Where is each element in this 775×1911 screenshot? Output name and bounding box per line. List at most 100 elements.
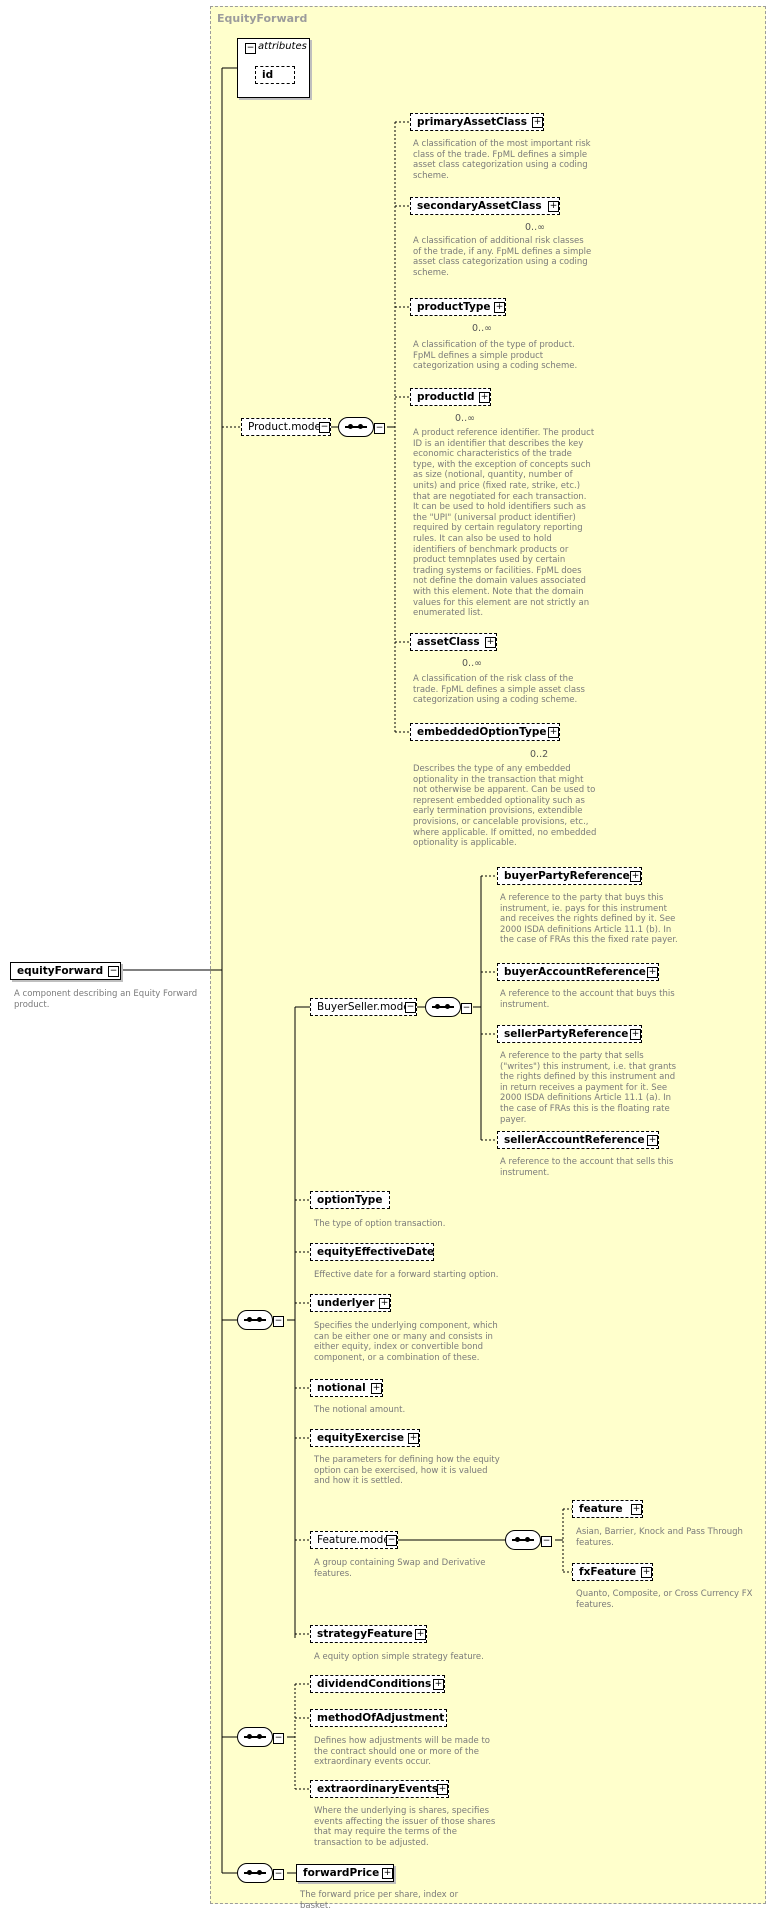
element-label: embeddedOptionType <box>417 726 547 738</box>
minus-icon[interactable]: − <box>319 422 330 433</box>
attribute-id[interactable]: id <box>255 66 295 84</box>
plus-icon[interactable]: + <box>647 967 658 978</box>
element-label: methodOfAdjustment <box>317 1712 445 1724</box>
plus-icon[interactable]: + <box>479 392 490 403</box>
plus-icon[interactable]: + <box>532 117 543 128</box>
plus-icon[interactable]: + <box>382 1868 393 1879</box>
element-description: Quanto, Composite, or Cross Currency FX … <box>576 1589 753 1610</box>
plus-icon[interactable]: + <box>408 1433 419 1444</box>
element-label: strategyFeature <box>317 1628 413 1640</box>
minus-icon[interactable]: − <box>245 43 256 54</box>
plus-icon[interactable]: + <box>548 201 559 212</box>
product-model-label: Product.model <box>248 421 324 433</box>
element-assetclass[interactable]: assetClass + <box>410 633 497 651</box>
cardinality: 0..∞ <box>525 222 545 233</box>
panel-title: EquityForward <box>217 12 308 25</box>
element-dividendconditions[interactable]: dividendConditions + <box>310 1675 445 1693</box>
element-description: Effective date for a forward starting op… <box>314 1270 499 1280</box>
element-feature[interactable]: feature + <box>572 1500 643 1518</box>
attribute-id-label: id <box>262 69 274 81</box>
root-element-label: equityForward <box>17 965 104 977</box>
element-selleraccountreference[interactable]: sellerAccountReference + <box>497 1131 659 1149</box>
plus-icon[interactable]: + <box>379 1298 390 1309</box>
plus-icon[interactable]: + <box>630 871 641 882</box>
sequence-compositor-icon[interactable] <box>425 997 461 1017</box>
sequence-compositor-icon[interactable] <box>338 417 374 437</box>
cardinality: 0..∞ <box>472 323 492 334</box>
minus-icon[interactable]: − <box>386 1535 397 1546</box>
plus-icon[interactable]: + <box>371 1383 382 1394</box>
plus-icon[interactable]: + <box>437 1784 448 1795</box>
element-producttype[interactable]: productType + <box>410 298 506 316</box>
sequence-compositor-icon[interactable] <box>505 1530 541 1550</box>
element-description: A product reference identifier. The prod… <box>413 428 595 619</box>
minus-icon[interactable]: − <box>273 1733 284 1744</box>
element-buyeraccountreference[interactable]: buyerAccountReference + <box>497 963 659 981</box>
feature-model-label: Feature.model <box>317 1534 393 1546</box>
feature-model-group[interactable]: Feature.model − <box>310 1531 398 1549</box>
element-embeddedoptiontype[interactable]: embeddedOptionType + <box>410 723 560 741</box>
element-label: productType <box>417 301 491 313</box>
minus-icon[interactable]: − <box>374 423 385 434</box>
sequence-compositor-icon[interactable] <box>237 1310 273 1330</box>
element-description: A equity option simple strategy feature. <box>314 1652 484 1662</box>
element-description: A reference to the party that sells ("wr… <box>500 1051 677 1125</box>
plus-icon[interactable]: + <box>415 1629 426 1640</box>
sequence-compositor-icon[interactable] <box>237 1863 273 1883</box>
element-sellerpartyreference[interactable]: sellerPartyReference + <box>497 1025 642 1043</box>
plus-icon[interactable]: + <box>630 1029 641 1040</box>
product-model-group[interactable]: Product.model − <box>241 418 331 436</box>
element-primaryassetclass[interactable]: primaryAssetClass + <box>410 113 544 131</box>
element-optiontype[interactable]: optionType <box>310 1191 390 1209</box>
minus-icon[interactable]: − <box>541 1536 552 1547</box>
minus-icon[interactable]: − <box>461 1003 472 1014</box>
element-label: forwardPrice <box>303 1867 380 1879</box>
element-label: secondaryAssetClass <box>417 200 542 212</box>
element-label: sellerPartyReference <box>504 1028 629 1040</box>
plus-icon[interactable]: + <box>494 302 505 313</box>
element-productid[interactable]: productId + <box>410 388 491 406</box>
element-extraordinaryevents[interactable]: extraordinaryEvents + <box>310 1780 449 1798</box>
element-forwardprice[interactable]: forwardPrice + <box>296 1864 394 1882</box>
element-label: productId <box>417 391 475 403</box>
cardinality: 0..∞ <box>455 413 475 424</box>
plus-icon[interactable]: + <box>631 1504 642 1515</box>
minus-icon[interactable]: − <box>273 1316 284 1327</box>
element-buyerpartyreference[interactable]: buyerPartyReference + <box>497 867 642 885</box>
element-label: fxFeature <box>579 1566 637 1578</box>
element-description: A classification of the type of product.… <box>413 340 578 372</box>
element-label: notional <box>317 1382 366 1394</box>
sequence-compositor-icon[interactable] <box>237 1727 273 1747</box>
attributes-label: attributes <box>258 41 307 52</box>
element-label: sellerAccountReference <box>504 1134 645 1146</box>
element-strategyfeature[interactable]: strategyFeature + <box>310 1625 427 1643</box>
root-element-equityforward[interactable]: equityForward − <box>10 962 121 980</box>
element-label: equityExercise <box>317 1432 405 1444</box>
element-secondaryassetclass[interactable]: secondaryAssetClass + <box>410 197 560 215</box>
element-description: The notional amount. <box>314 1405 406 1415</box>
element-underlyer[interactable]: underlyer + <box>310 1294 391 1312</box>
buyerseller-model-group[interactable]: BuyerSeller.model − <box>310 998 417 1016</box>
element-methodofadjustment[interactable]: methodOfAdjustment <box>310 1709 447 1727</box>
plus-icon[interactable]: + <box>641 1567 652 1578</box>
minus-icon[interactable]: − <box>273 1869 284 1880</box>
cardinality: 0..∞ <box>462 658 482 669</box>
minus-icon[interactable]: − <box>405 1002 416 1013</box>
element-description: A classification of additional risk clas… <box>413 236 592 278</box>
plus-icon[interactable]: + <box>647 1135 658 1146</box>
element-label: extraordinaryEvents <box>317 1783 439 1795</box>
element-description: Specifies the underlying component, whic… <box>314 1321 498 1363</box>
plus-icon[interactable]: + <box>485 637 496 648</box>
element-label: equityEffectiveDate <box>317 1246 435 1258</box>
element-description: A reference to the party that buys this … <box>500 893 678 946</box>
feature-model-description: A group containing Swap and Derivative f… <box>314 1558 486 1579</box>
element-label: buyerAccountReference <box>504 966 646 978</box>
minus-icon[interactable]: − <box>108 966 119 977</box>
element-equityeffectivedate[interactable]: equityEffectiveDate <box>310 1243 434 1261</box>
plus-icon[interactable]: + <box>433 1679 444 1690</box>
plus-icon[interactable]: + <box>548 727 559 738</box>
element-fxfeature[interactable]: fxFeature + <box>572 1563 653 1581</box>
element-equityexercise[interactable]: equityExercise + <box>310 1429 420 1447</box>
element-notional[interactable]: notional + <box>310 1379 383 1397</box>
